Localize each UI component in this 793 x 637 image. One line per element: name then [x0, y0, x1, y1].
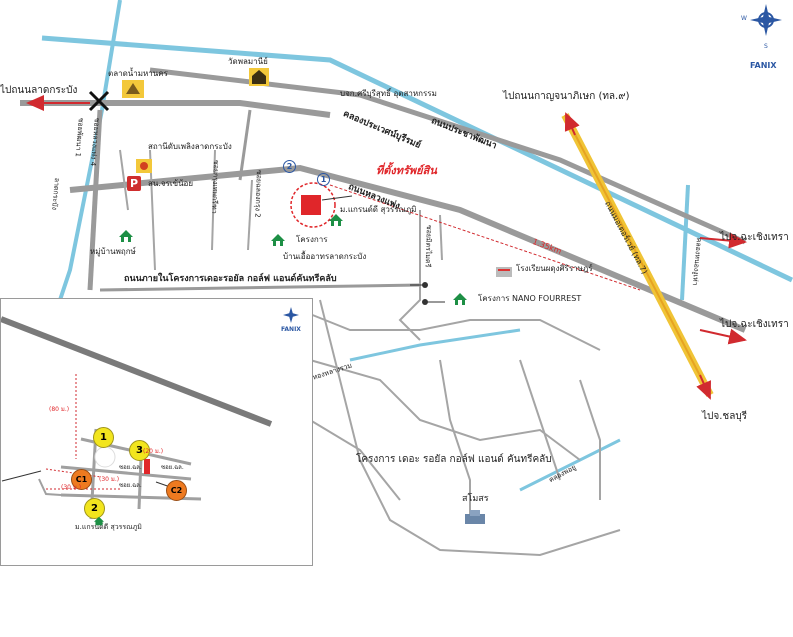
label-company: บจก.ศรีบุรีสุทธิ์ อุตสาหกรรม — [340, 89, 437, 98]
canal-right-vertical — [680, 184, 690, 301]
arrow-to-kanchanaphisek — [564, 112, 580, 136]
inset-svg — [1, 316, 273, 520]
property-circle — [290, 182, 336, 228]
fire-station-icon — [136, 158, 152, 173]
direction-arrows — [26, 95, 747, 400]
arrow-to-chachoengsao-2 — [699, 328, 747, 345]
pin-1-marker: 1 — [317, 173, 330, 186]
inset-pin-3: 3 — [129, 440, 150, 461]
inset-pin-c2: C2 — [166, 480, 187, 501]
label-market: ตลาดน้ำมหานคร — [108, 69, 168, 78]
inset-dist-1: (80 ม.) — [49, 406, 70, 413]
temple-icon — [249, 68, 269, 86]
inset-house-icon — [93, 511, 105, 526]
pin-2-marker: 2 — [283, 160, 296, 173]
label-ua-lat-krabang: บ้านเอื้ออาทรลาดกระบัง — [283, 252, 367, 261]
road-luang-phaeng — [69, 164, 747, 333]
label-project: โครงการ — [296, 235, 328, 244]
canal-bottom — [519, 438, 621, 492]
arrow-to-chachoengsao-1 — [699, 232, 747, 249]
arrow-to-chonburi — [696, 374, 711, 400]
canal-prawet — [41, 35, 793, 283]
grandity-house-icon — [328, 212, 344, 226]
inset-compass-icon — [283, 307, 299, 323]
inset-small-label-2: ซอย.ฉล. — [161, 464, 184, 471]
label-temple: วัดพลมานีย์ — [228, 57, 268, 66]
label-nano: โครงการ NANO FOURREST — [478, 294, 582, 303]
compass-west: W — [741, 15, 747, 22]
inset-grandity-label: ม.แกรนด์ดี สุวรรณภูมิ — [75, 523, 142, 531]
compass-icon — [750, 4, 782, 36]
samosorn-icon — [465, 508, 485, 524]
distance-line — [329, 184, 641, 291]
inset-small-label-1: ซอย.ฉล. — [119, 464, 142, 471]
inset-pin-c1: C1 — [71, 469, 92, 490]
mu-ban-house-icon — [118, 228, 134, 242]
label-police: สน.จรเข้น้อย — [148, 179, 194, 188]
project-house-icon — [270, 232, 286, 246]
label-property: ที่ตั้งทรัพย์สิน — [376, 164, 437, 177]
inset-logo: FANIX — [281, 326, 301, 333]
label-mu-ban-phruek: หมู่บ้านพฤกษ์ — [90, 247, 136, 256]
inset-map: FANIX 1 2 3 C1 C2 ม.แกรนด์ดี สุวรรณภูมิ … — [0, 298, 313, 566]
market-icon — [122, 80, 144, 98]
inset-dist-2: (30 ม.) — [99, 476, 120, 483]
interchange-icon — [88, 90, 110, 112]
label-to-chachoengsao-1: ไปจ.ฉะเชิงเทรา — [720, 232, 789, 243]
road-vertical-2 — [238, 109, 252, 181]
secondary-roads — [119, 149, 621, 557]
label-to-chachoengsao-2: ไปจ.ฉะเชิงเทรา — [720, 319, 789, 330]
label-to-chonburi: ไปจ.ชลบุรี — [702, 411, 748, 422]
label-grandity: ม.แกรนด์ดี สุวรรณภูมิ — [340, 205, 417, 214]
property-square — [301, 195, 321, 215]
label-to-lat-krabang: ไปถนนลาดกระบัง — [0, 85, 78, 96]
inset-dist-4: (20 ม.) — [143, 448, 164, 455]
brand-logo: FANIX — [750, 61, 777, 70]
road-vertical-1 — [87, 109, 103, 291]
label-soi-krungthep: ซอยกรุงเทพกรีฑา — [210, 159, 220, 214]
road-lat-krabang — [20, 100, 331, 118]
label-golf-club: โครงการ เดอะ รอยัล กอล์ฟ แอนด์ คันทรีคลั… — [356, 454, 552, 465]
nano-house-icon — [452, 291, 468, 305]
label-soi-chalong-krung: ซอยฉลองกรุง 2 — [253, 169, 263, 218]
label-internal-road: ถนนภายในโครงการเดอะรอยัล กอล์ฟ แอนด์คันท… — [124, 274, 337, 284]
label-to-kanchanaphisek: ไปถนนกาญจนาภิเษก (ทล.๙) — [503, 91, 630, 102]
road-internal — [99, 283, 421, 292]
label-lat-krabang-vertical: ลาดกระบัง — [50, 177, 61, 211]
canal-small — [349, 328, 521, 362]
compass-south: S — [764, 43, 768, 50]
label-soi-right: ซอยมิตรไมตรี — [423, 224, 433, 268]
inset-dist-3: (30 ม.) — [61, 484, 82, 491]
inset-small-label-3: ซอย.ฉล. — [119, 482, 142, 489]
school-icon — [496, 262, 512, 277]
parking-marker: P — [127, 176, 141, 191]
label-samosorn: สโมสร — [462, 494, 489, 504]
inset-pin-1: 1 — [93, 427, 114, 448]
label-fire-station: สถานีดับเพลิงลาดกระบัง — [148, 142, 232, 151]
inset-pin-2: 2 — [84, 498, 105, 519]
label-school: โรงเรียนผดุงศิริราษฎร์ — [516, 264, 593, 273]
